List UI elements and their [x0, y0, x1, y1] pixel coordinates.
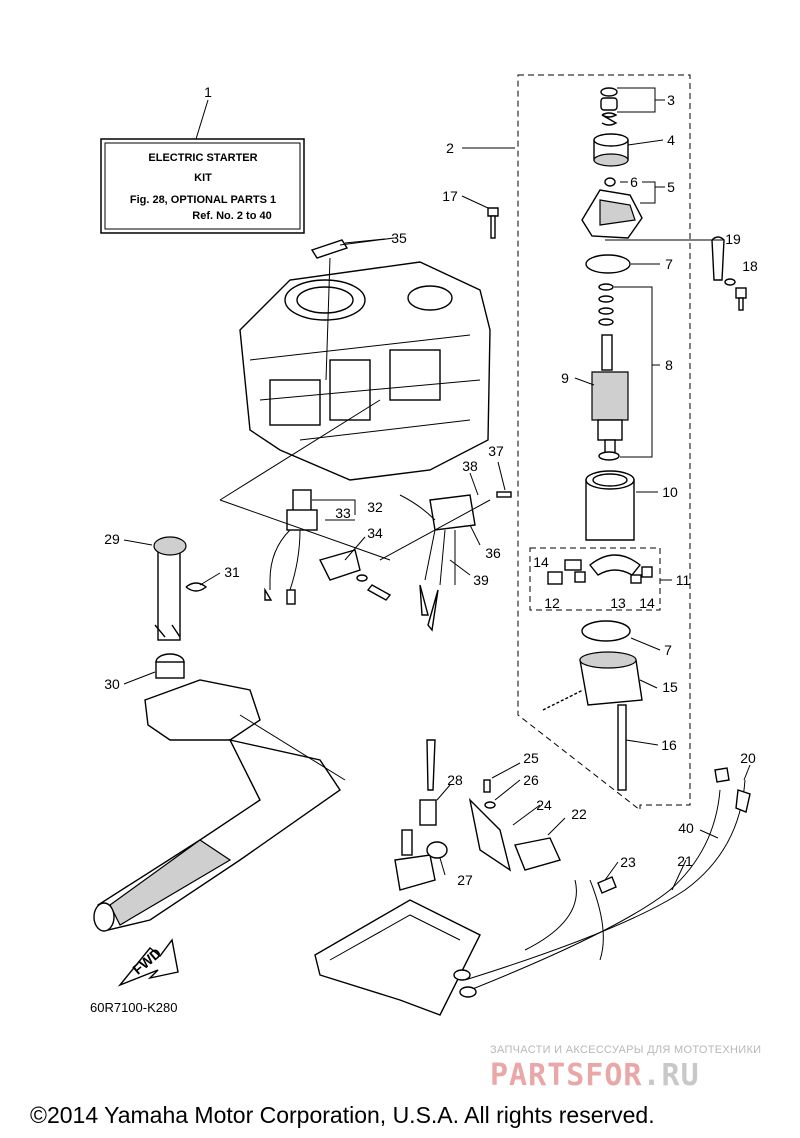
bottom-cowling — [314, 739, 751, 1016]
callout-25: 25 — [523, 750, 539, 766]
callout-2: 2 — [446, 140, 454, 156]
watermark-brand-name: PARTSFOR — [490, 1058, 643, 1093]
leader-lines — [123, 87, 751, 891]
callout-37: 37 — [488, 443, 504, 459]
copyright-notice: ©2014 Yamaha Motor Corporation, U.S.A. A… — [30, 1102, 655, 1128]
kit-ref-line: Ref. No. 2 to 40 — [192, 210, 271, 222]
callout-16: 16 — [661, 737, 677, 753]
callout-11: 11 — [676, 572, 691, 588]
callout-31: 31 — [224, 564, 240, 580]
callout-29: 29 — [104, 531, 120, 547]
callout-14-left: 14 — [533, 554, 549, 570]
callout-24: 24 — [536, 797, 552, 813]
brush-group-outline — [529, 547, 661, 611]
callout-9: 9 — [561, 370, 569, 386]
callout-21: 21 — [677, 853, 693, 869]
callout-12: 12 — [544, 595, 560, 611]
callout-22: 22 — [571, 806, 587, 822]
callout-labels: 1 2 3 4 5 6 7 7 8 9 10 11 12 13 14 14 15… — [104, 84, 758, 888]
callout-18: 18 — [742, 258, 758, 274]
callout-8: 8 — [665, 357, 673, 373]
callout-30: 30 — [104, 676, 120, 692]
starter-group-outline — [517, 74, 691, 812]
callout-40: 40 — [678, 820, 694, 836]
callout-36: 36 — [485, 545, 501, 561]
callout-1: 1 — [204, 84, 212, 100]
callout-3: 3 — [667, 92, 675, 108]
callout-7-bottom: 7 — [664, 642, 672, 658]
callout-39: 39 — [473, 572, 489, 588]
callout-28: 28 — [447, 772, 463, 788]
callout-7-top: 7 — [665, 256, 673, 272]
engine-block — [239, 239, 491, 481]
callout-15: 15 — [662, 679, 678, 695]
callout-14-right: 14 — [639, 595, 655, 611]
diagram-reference-code: 60R7100-K280 — [90, 1000, 178, 1015]
watermark-brand-tld: .RU — [642, 1058, 700, 1093]
kit-title: ELECTRIC STARTER — [148, 152, 257, 164]
watermark-subtitle: ЗАПЧАСТИ И АКСЕССУАРЫ ДЛЯ МОТОТЕХНИКИ — [490, 1044, 762, 1056]
relay-assembly — [264, 489, 512, 632]
callout-19: 19 — [725, 231, 741, 247]
callout-10: 10 — [662, 484, 678, 500]
starter-motor-parts — [487, 87, 747, 791]
callout-27: 27 — [457, 872, 473, 888]
callout-6: 6 — [630, 174, 638, 190]
callout-32: 32 — [367, 499, 383, 515]
callout-34: 34 — [367, 525, 383, 541]
callout-23: 23 — [620, 854, 636, 870]
kit-label-box: ELECTRIC STARTER KIT Fig. 28, OPTIONAL P… — [100, 138, 305, 234]
callout-17: 17 — [442, 188, 458, 204]
kit-subtitle: KIT — [194, 172, 212, 184]
callout-38: 38 — [462, 458, 478, 474]
leader-1 — [195, 99, 209, 140]
fwd-arrow: FWD — [117, 938, 179, 987]
tiller-handle — [93, 536, 341, 932]
callout-4: 4 — [667, 132, 675, 148]
watermark-brand: PARTSFOR.RU — [490, 1058, 700, 1093]
callout-20: 20 — [740, 750, 756, 766]
callout-26: 26 — [523, 772, 539, 788]
callout-35: 35 — [391, 230, 407, 246]
callout-5: 5 — [667, 179, 675, 195]
kit-fig-line: Fig. 28, OPTIONAL PARTS 1 — [130, 194, 276, 206]
callout-33: 33 — [335, 505, 351, 521]
callout-13: 13 — [610, 595, 626, 611]
